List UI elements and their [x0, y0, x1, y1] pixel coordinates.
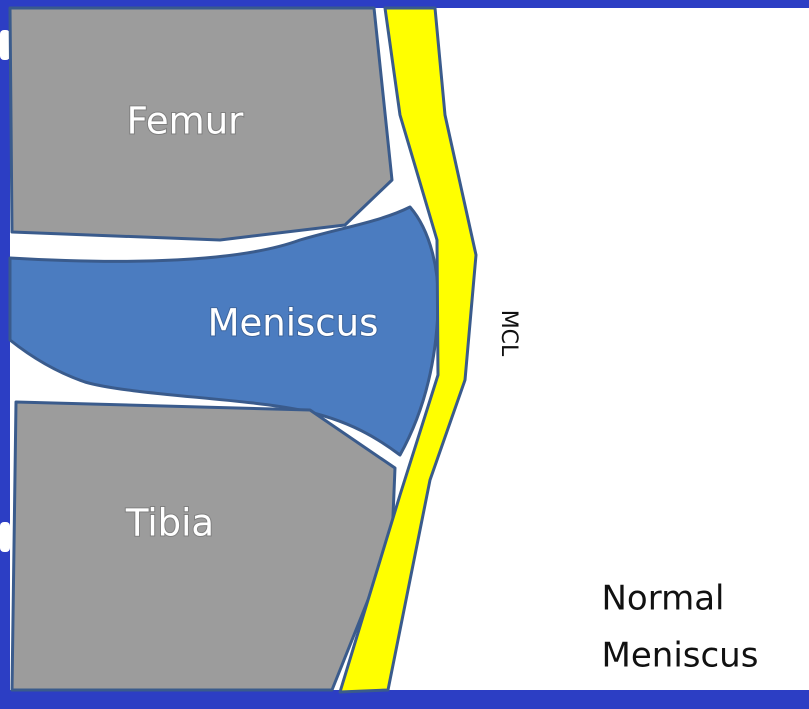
caption-line-2: Meniscus	[602, 636, 759, 676]
meniscus-label: Meniscus	[208, 302, 379, 345]
femur-label: Femur	[127, 100, 245, 143]
frame-tab-bottom	[0, 522, 10, 552]
caption-line-1: Normal	[601, 579, 724, 619]
tibia-label: Tibia	[125, 502, 214, 545]
mcl-label: MCL	[496, 310, 521, 357]
tibia-shape	[12, 402, 395, 690]
frame-tab-top	[0, 30, 10, 60]
